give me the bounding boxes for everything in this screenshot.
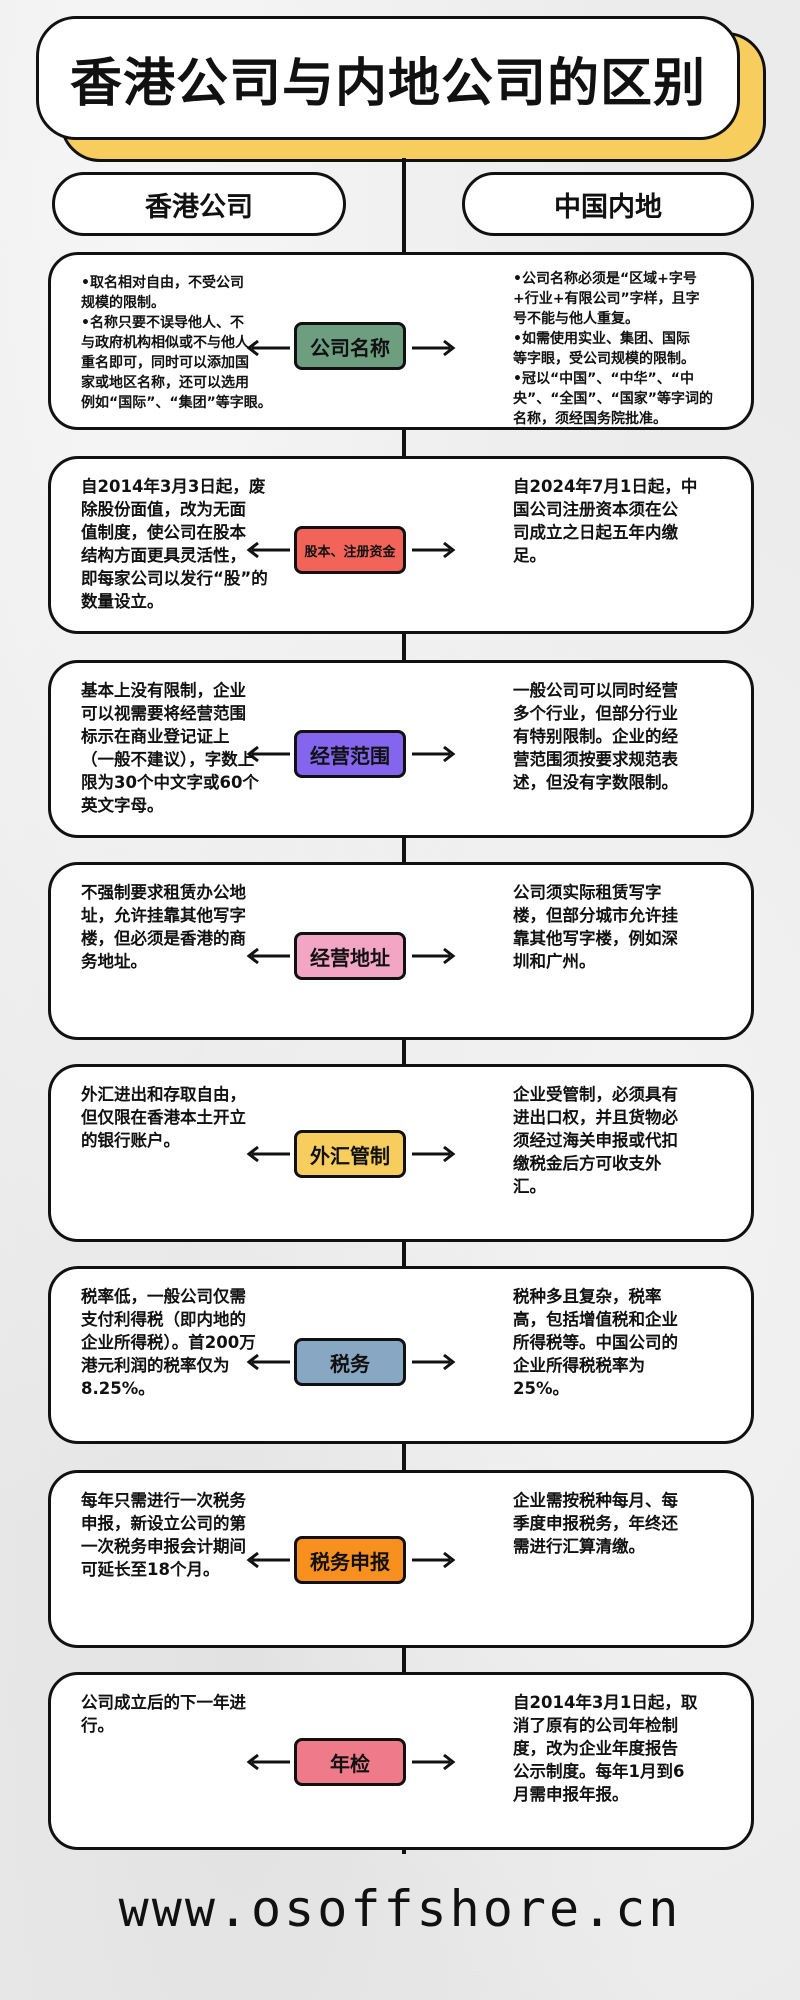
arrow-right-icon xyxy=(412,947,456,965)
mainland-text: 企业受管制，必须具有 进出口权，并且货物必 须经过海关申报或代扣 缴税金后方可收… xyxy=(513,1085,678,1196)
hongkong-text: 自2014年3月3日起，废 除股份面值，改为无面 值制度，使公司在股本 结构方面… xyxy=(81,477,268,611)
hongkong-text: 不强制要求租赁办公地 址，允许挂靠其他写字 楼，但必须是香港的商 务地址。 xyxy=(81,883,246,971)
arrow-right-icon xyxy=(412,1753,456,1771)
hongkong-text: 外汇进出和存取自由， 但仅限在香港本土开立 的银行账户。 xyxy=(81,1085,246,1150)
arrow-right-icon xyxy=(412,339,456,357)
comparison-row: 税率低，一般公司仅需 支付利得税（即内地的 企业所得税）。首200万 港元利润的… xyxy=(48,1266,754,1444)
hongkong-text: 基本上没有限制，企业 可以视需要将经营范围 标示在商业登记证上 （一般不建议），… xyxy=(81,681,259,815)
arrow-left-icon xyxy=(246,541,290,559)
mainland-text: 企业需按税种每月、每 季度申报税务，年终还 需进行汇算清缴。 xyxy=(513,1491,678,1556)
mainland-text: 自2024年7月1日起，中 国公司注册资本须在公 司成立之日起五年内缴 足。 xyxy=(513,477,698,565)
arrow-left-icon xyxy=(246,745,290,763)
hongkong-text: •取名相对自由，不受公司 规模的限制。 •名称只要不误导他人、不 与政府机构相似… xyxy=(81,275,272,411)
category-badge-business-address: 经营地址 xyxy=(294,932,406,980)
hongkong-text: 每年只需进行一次税务 申报，新设立公司的第 一次税务申报会计期间 可延长至18个… xyxy=(81,1491,246,1579)
category-badge-share-capital: 股本、注册资金 xyxy=(294,526,406,574)
column-header-mainland: 中国内地 xyxy=(462,172,754,236)
arrow-left-icon xyxy=(246,1145,290,1163)
hongkong-text: 税率低，一般公司仅需 支付利得税（即内地的 企业所得税）。首200万 港元利润的… xyxy=(81,1287,256,1398)
mainland-text: 税种多且复杂，税率 高，包括增值税和企业 所得税等。中国公司的 企业所得税税率为… xyxy=(513,1287,678,1398)
comparison-row: •取名相对自由，不受公司 规模的限制。 •名称只要不误导他人、不 与政府机构相似… xyxy=(48,252,754,430)
title-banner: 香港公司与内地公司的区别 xyxy=(36,16,740,140)
page-title: 香港公司与内地公司的区别 xyxy=(69,53,706,114)
column-header-mainland-label: 中国内地 xyxy=(554,191,662,223)
arrow-right-icon xyxy=(412,1353,456,1371)
mainland-text: 自2014年3月1日起，取 消了原有的公司年检制 度，改为企业年度报告 公示制度… xyxy=(513,1693,698,1804)
comparison-row: 公司成立后的下一年进 行。 自2014年3月1日起，取 消了原有的公司年检制 度… xyxy=(48,1672,754,1850)
arrow-right-icon xyxy=(412,1551,456,1569)
arrow-left-icon xyxy=(246,1353,290,1371)
website-footer: www.osoffshore.cn xyxy=(118,1880,682,1938)
category-badge-tax: 税务 xyxy=(294,1338,406,1386)
arrow-left-icon xyxy=(246,1753,290,1771)
mainland-text: •公司名称必须是“区域+字号 +行业+有限公司”字样，且字 号不能与他人重复。 … xyxy=(513,271,714,427)
mainland-text: 公司须实际租赁写字 楼，但部分城市允许挂 靠其他写字楼，例如深 圳和广州。 xyxy=(513,883,678,971)
column-header-hongkong-label: 香港公司 xyxy=(145,191,253,223)
arrow-right-icon xyxy=(412,1145,456,1163)
arrow-left-icon xyxy=(246,947,290,965)
arrow-left-icon xyxy=(246,1551,290,1569)
column-header-hongkong: 香港公司 xyxy=(52,172,346,236)
category-badge-annual-inspection: 年检 xyxy=(294,1738,406,1786)
arrow-right-icon xyxy=(412,745,456,763)
mainland-text: 一般公司可以同时经营 多个行业，但部分行业 有特别限制。企业的经 营范围须按要求… xyxy=(513,681,678,792)
arrow-left-icon xyxy=(246,339,290,357)
category-badge-forex-control: 外汇管制 xyxy=(294,1130,406,1178)
hongkong-text: 公司成立后的下一年进 行。 xyxy=(81,1693,246,1735)
category-badge-company-name: 公司名称 xyxy=(294,322,406,370)
category-badge-business-scope: 经营范围 xyxy=(294,730,406,778)
arrow-right-icon xyxy=(412,541,456,559)
category-badge-tax-filing: 税务申报 xyxy=(294,1536,406,1584)
